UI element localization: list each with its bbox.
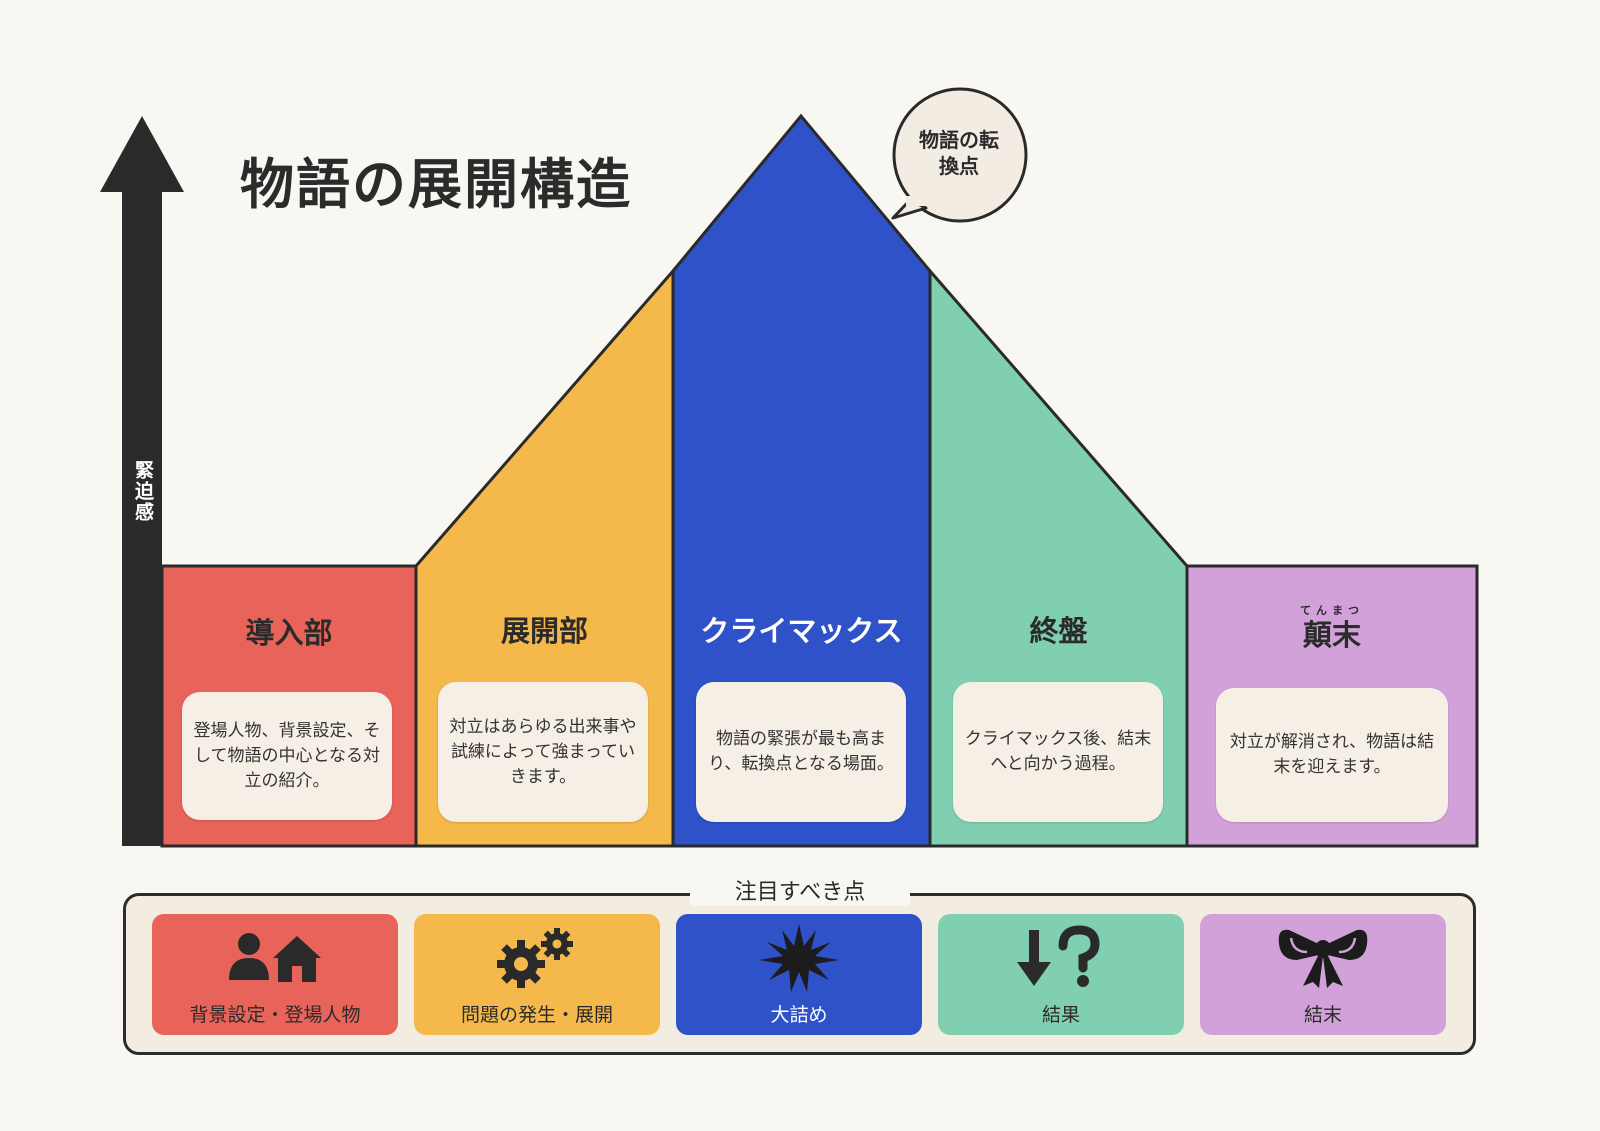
key-points-label: 注目すべき点 [690,874,910,906]
turning-point-bubble [891,87,1028,223]
phase-resolution-title: 顛末 [1302,618,1361,652]
page-title: 物語の展開構造 [240,153,632,216]
phase-climax-title: クライマックス [700,614,903,648]
key-point-label-result: 結果 [1041,1004,1080,1026]
phase-intro-title: 導入部 [245,616,333,650]
phase-intro-description: 登場人物、背景設定、そして物語の中心となる対立の紹介。 [182,692,392,820]
tension-axis-shaft [122,186,162,846]
key-point-label-ending: 結末 [1303,1004,1342,1026]
phase-falling-description: クライマックス後、結末へと向かう過程。 [953,682,1163,822]
gears-icon [497,928,573,988]
key-point-label-development: 問題の発生・展開 [460,1004,613,1026]
key-point-card-result: 結果 [938,914,1184,1035]
phase-falling-title: 終盤 [1029,614,1088,648]
tension-axis-arrowhead [100,116,184,192]
key-point-label-climax: 大詰め [770,1004,828,1026]
key-point-label-setting: 背景設定・登場人物 [189,1004,361,1026]
phase-climax-description: 物語の緊張が最も高まり、転換点となる場面。 [696,682,906,822]
key-point-card-development: 問題の発生・展開 [414,914,660,1035]
person-house-icon [229,933,321,982]
key-point-card-climax: 大詰め [676,914,922,1035]
arrow-question-icon [1017,925,1100,987]
bow-icon [1278,929,1368,988]
phase-resolution-ruby: てんまつ [1300,604,1364,617]
phase-rising-description: 対立はあらゆる出来事や試練によって強まっていきます。 [438,682,648,822]
phase-rising-title: 展開部 [500,614,588,648]
key-point-card-setting: 背景設定・登場人物 [152,914,398,1035]
phase-resolution-description: 対立が解消され、物語は結末を迎えます。 [1216,688,1448,822]
turning-point-label: 物語の転換点 [919,128,999,178]
axis-label: 緊迫感 [132,460,154,523]
key-point-card-ending: 結末 [1200,914,1446,1035]
burst-icon [759,924,839,992]
